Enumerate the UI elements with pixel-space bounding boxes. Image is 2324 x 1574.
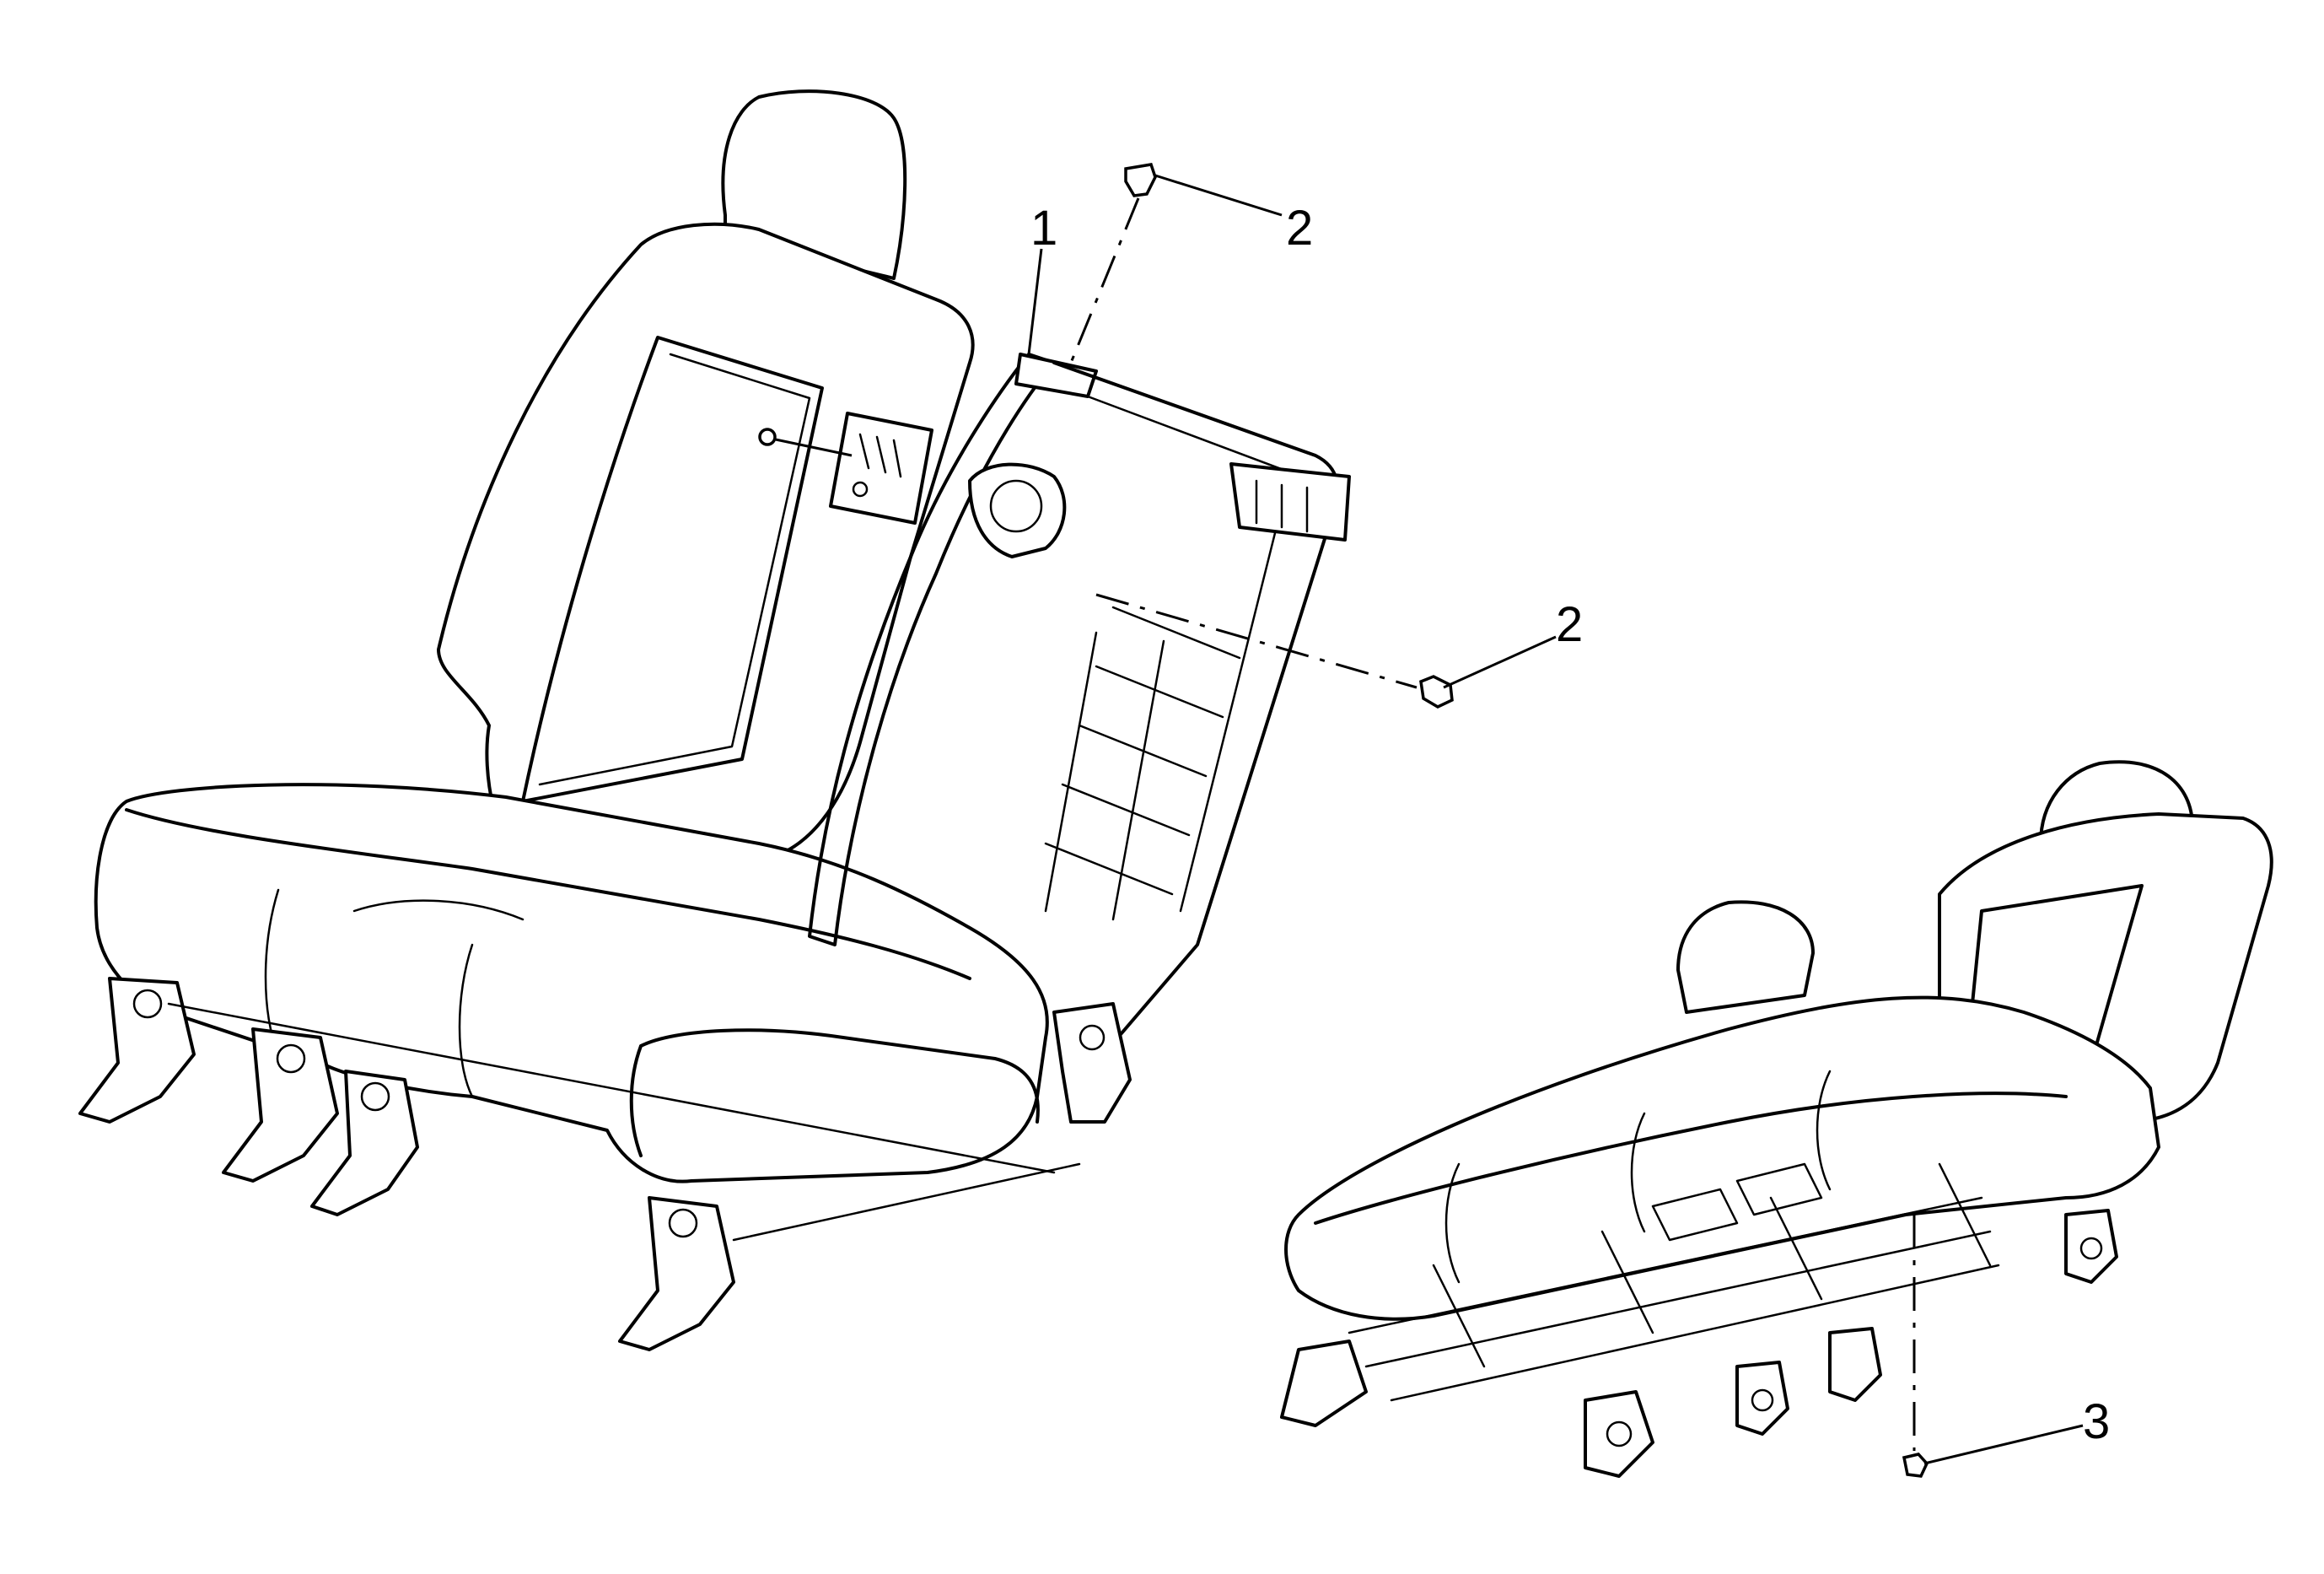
rear-seat-assembly-main [78, 89, 1351, 1351]
callout-2b-label: 2 [1556, 597, 1583, 652]
callout-2a-leader [1154, 174, 1283, 217]
callout-3-label: 3 [2083, 1394, 2110, 1449]
bolt-2b-centerline [1095, 593, 1418, 689]
underside-frame [1280, 1162, 2118, 1478]
callout-3-leader [1923, 1424, 2084, 1465]
bolt-icon [1419, 675, 1454, 709]
seat-cushion-underside [1284, 995, 2160, 1321]
seat-back-frame [1052, 361, 1339, 1065]
callout-1-label: 1 [1030, 201, 1057, 256]
bracket-plate [829, 412, 933, 525]
seat-legs [78, 977, 1132, 1351]
seat-back-panel [521, 336, 824, 803]
bolt-icon [1902, 1453, 1929, 1478]
callout-1-leader [1027, 248, 1043, 355]
seat-belt-retractor [968, 462, 1067, 558]
headrest-center [1676, 900, 1815, 1014]
bolt-icon [1124, 163, 1157, 197]
callout-2b-leader [1443, 635, 1557, 689]
seat-back [437, 222, 975, 879]
bolt-2a-centerline [1069, 197, 1140, 364]
callout-2a-label: 2 [1286, 201, 1313, 256]
rear-seat-assembly-underside-view [1280, 760, 2273, 1478]
seat-belt-webbing [808, 353, 1056, 946]
seat-cushion [94, 783, 1049, 1183]
